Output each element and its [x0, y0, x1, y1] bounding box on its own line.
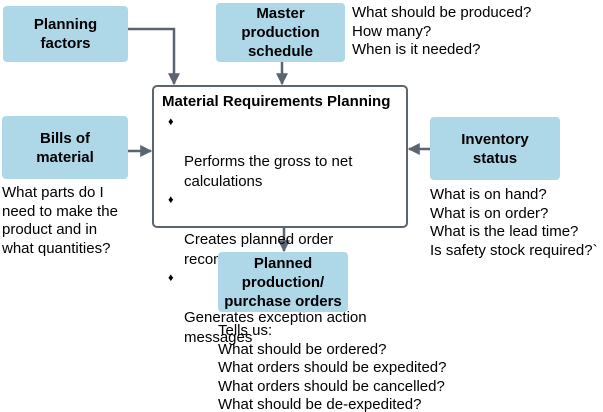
mrp-title: Material Requirements Planning	[162, 93, 391, 110]
master-production-schedule-box: Master production schedule	[216, 3, 345, 62]
mrp-bullet-item: ♦ Performs the gross to net calculations	[162, 113, 400, 191]
master-schedule-questions-text: What should be produced? How many? When …	[352, 4, 532, 58]
mrp-bullet-text: Generates exception action messages	[184, 309, 367, 346]
diamond-bullet-icon: ♦	[168, 194, 174, 206]
mrp-central-box: Material Requirements Planning ♦ Perform…	[152, 85, 408, 346]
arrow-planning-factors-to-mrp	[128, 27, 180, 86]
mrp-bullet-text: Performs the gross to net calculations	[184, 153, 353, 190]
planning-factors-box: Planning factors	[3, 6, 128, 62]
planned-orders-output-text: Tells us: What should be ordered? What o…	[218, 322, 447, 412]
diamond-bullet-icon: ♦	[168, 116, 174, 128]
mrp-bullet-list: ♦ Performs the gross to net calculations…	[162, 113, 400, 347]
mrp-bullet-item: ♦ Generates exception action messages	[162, 269, 400, 347]
planned-orders-box: Planned production/ purchase orders	[218, 252, 348, 312]
inventory-status-questions-text: What is on hand? What is on order? What …	[430, 186, 598, 259]
bills-of-material-questions-text: What parts do I need to make the product…	[2, 184, 118, 257]
inventory-status-box: Inventory status	[430, 117, 560, 180]
bills-of-material-box: Bills of material	[2, 116, 128, 179]
diamond-bullet-icon: ♦	[168, 272, 174, 284]
